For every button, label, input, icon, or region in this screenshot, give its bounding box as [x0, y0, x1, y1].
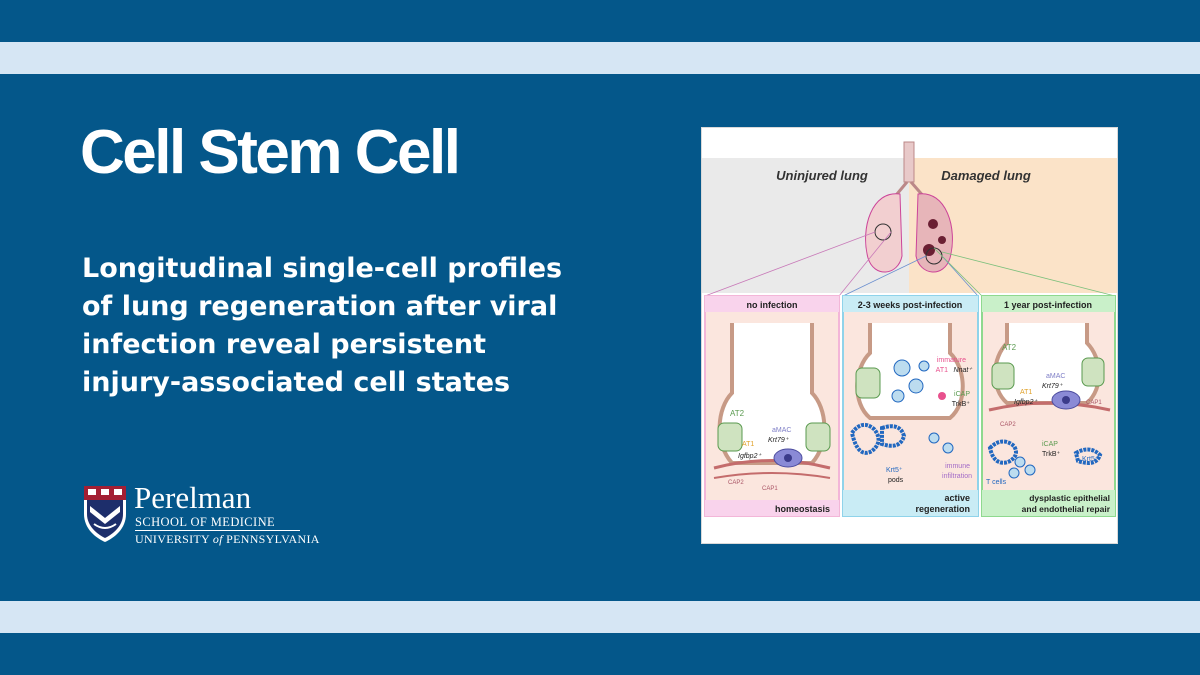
label-amac: aMAC	[772, 427, 791, 434]
top-stripe	[0, 42, 1200, 74]
label-immature: immature	[937, 357, 966, 364]
panel-header: 1 year post-infection	[1004, 300, 1092, 310]
label-cap1: CAP1	[762, 486, 778, 492]
panel-header: no infection	[747, 300, 798, 310]
label-at2: AT2	[1002, 343, 1017, 352]
label-at1: AT1	[936, 367, 948, 374]
university-prefix: UNIVERSITY	[135, 532, 210, 546]
panel-header: 2-3 weeks post-infection	[858, 300, 963, 310]
label-icap: iCAP	[954, 391, 970, 398]
school-name: SCHOOL OF MEDICINE	[135, 515, 276, 529]
label-krt79: Krt79⁺	[768, 437, 790, 444]
label-cap2: CAP2	[1000, 422, 1016, 428]
label-pods: pods	[888, 477, 904, 484]
label-icap: iCAP	[1042, 441, 1058, 448]
label-krt5: Krt5⁺	[886, 467, 903, 474]
graphical-abstract: Uninjured lung Damaged lung no infection	[701, 127, 1118, 544]
university-of: of	[212, 532, 223, 546]
graphical-abstract-svg: Uninjured lung Damaged lung no infection	[702, 141, 1117, 517]
damaged-label: Damaged lung	[941, 168, 1031, 183]
article-headline: Longitudinal single-cell profiles of lun…	[82, 250, 642, 402]
label-immune: immune	[945, 463, 970, 470]
label-krt79: Krt79⁺	[1042, 383, 1064, 390]
headline-line: of lung regeneration after viral	[82, 291, 558, 322]
label-nnat: Nnat⁺	[954, 367, 974, 374]
label-igfbp2: Igfbp2⁺	[738, 453, 762, 460]
panel-footer-line: and endothelial repair	[1022, 504, 1111, 514]
panel-no-infection: no infection AT2 AT1 Igfbp2⁺ aMAC Krt79⁺…	[704, 295, 840, 517]
panel-footer-line: active	[944, 493, 970, 503]
label-krt5: Krt5⁺	[1082, 456, 1099, 463]
panel-2-3-weeks: 2-3 weeks post-infection immature AT1 Nn…	[842, 295, 979, 517]
label-infiltration: infiltration	[942, 473, 972, 480]
label-at1: AT1	[1020, 389, 1032, 396]
bottom-stripe	[0, 601, 1200, 633]
panel-footer: homeostasis	[775, 504, 830, 514]
label-at2: AT2	[730, 409, 745, 418]
label-amac: aMAC	[1046, 373, 1065, 380]
perelman-logo: Perelman SCHOOL OF MEDICINE UNIVERSITY o…	[82, 480, 319, 546]
label-trkb: TrkB⁺	[952, 401, 971, 408]
institution-name: Perelman	[134, 480, 252, 515]
journal-title: Cell Stem Cell	[80, 118, 461, 187]
headline-line: Longitudinal single-cell profiles	[82, 253, 563, 284]
panel-footer-line: dysplastic epithelial	[1029, 493, 1110, 503]
label-tcells: T cells	[986, 479, 1007, 486]
university-name: UNIVERSITY of PENNSYLVANIA	[135, 532, 320, 547]
university-suffix: PENNSYLVANIA	[226, 532, 320, 546]
panel-1-year: 1 year post-infection AT2 aMAC Krt79⁺ AT…	[981, 295, 1116, 517]
label-igfbp2: Igfbp2⁺	[1014, 399, 1038, 406]
label-cap1: CAP1	[1086, 400, 1102, 406]
label-at1: AT1	[742, 441, 754, 448]
headline-line: infection reveal persistent	[82, 329, 486, 360]
panel-footer-line: regeneration	[915, 504, 970, 514]
uninjured-label: Uninjured lung	[776, 168, 868, 183]
label-cap2: CAP2	[728, 480, 744, 486]
headline-line: injury-associated cell states	[82, 367, 511, 398]
penn-shield-icon	[84, 486, 126, 542]
label-trkb: TrkB⁺	[1042, 451, 1061, 458]
logo-divider	[135, 530, 300, 531]
